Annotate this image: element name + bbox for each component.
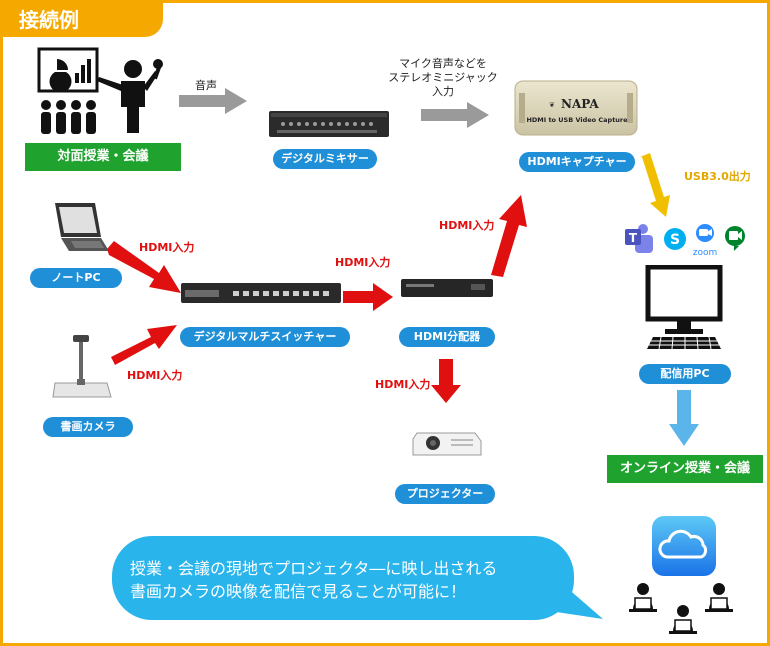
streaming-pc-label: 配信用PC (639, 364, 731, 384)
meet-icon (725, 226, 745, 251)
face-to-face-box: 対面授業・会議 (25, 143, 181, 171)
zoom-text: zoom (693, 248, 718, 258)
splitter-to-capture-arrow (491, 195, 527, 277)
cloud-icon (652, 516, 716, 576)
capture-label: HDMIキャプチャー (519, 152, 635, 172)
hdmi-in-projector-label: HDMI入力 (375, 378, 431, 391)
hdmi-in-splitter-label: HDMI入力 (335, 256, 391, 269)
mixer-device (269, 111, 389, 137)
laptop-icon (55, 203, 109, 251)
pc-to-switcher-arrow (107, 241, 181, 293)
mic-input-note: マイク音声などを ステレオミニジャック 入力 (388, 57, 498, 98)
mixer-label: デジタルミキサー (273, 149, 377, 169)
presenter-icon (37, 47, 163, 134)
page-title: 接続例 (3, 3, 163, 37)
message-line-2: 書画カメラの映像を配信で見ることが可能に！ (130, 582, 467, 601)
streaming-pc-icon (645, 265, 723, 350)
splitter-label: HDMI分配器 (399, 327, 495, 347)
splitter-to-projector-arrow (431, 359, 461, 403)
svg-text:T: T (629, 231, 638, 245)
remote-users-icon (629, 583, 733, 634)
notepc-label: ノートPC (30, 268, 122, 288)
svg-text:S: S (670, 232, 680, 248)
svg-text:❦: ❦ (549, 101, 555, 109)
projector-label: プロジェクター (395, 484, 495, 504)
audio-label: 音声 (195, 79, 217, 92)
switcher-label: デジタルマルチスイッチャー (180, 327, 350, 347)
usb-out-label: USB3.0出力 (684, 170, 751, 183)
hdmi-in-capture-label: HDMI入力 (439, 219, 495, 232)
splitter-device (401, 279, 493, 297)
usb-out-arrow (640, 153, 670, 217)
mic-arrow (421, 102, 489, 128)
stream-out-arrow (669, 390, 699, 446)
capture-device: ❦ NAPA HDMI to USB Video Capture (514, 80, 638, 136)
projector-icon (412, 432, 482, 456)
skype-icon: S (664, 228, 686, 250)
capture-brand: NAPA (561, 97, 599, 111)
switcher-device (181, 283, 341, 303)
message-line-1: 授業・会議の現地でプロジェクタ―に映し出される (130, 559, 498, 578)
doc-camera-label: 書画カメラ (43, 417, 133, 437)
message-text: 授業・会議の現地でプロジェクタ―に映し出される 書画カメラの映像を配信で見ること… (130, 557, 497, 603)
audio-arrow (179, 88, 247, 114)
capture-model: HDMI to USB Video Capture (526, 116, 628, 124)
hdmi-in-cam-label: HDMI入力 (127, 369, 183, 382)
hdmi-in-pc-label: HDMI入力 (139, 241, 195, 254)
document-camera-icon (52, 335, 112, 398)
switcher-to-splitter-arrow (343, 283, 393, 311)
camera-to-switcher-arrow (111, 325, 177, 365)
online-box: オンライン授業・会議 (607, 455, 763, 483)
zoom-icon: zoom (693, 224, 718, 258)
conference-app-icons: T S zoom (625, 224, 745, 258)
teams-icon: T (625, 224, 653, 253)
